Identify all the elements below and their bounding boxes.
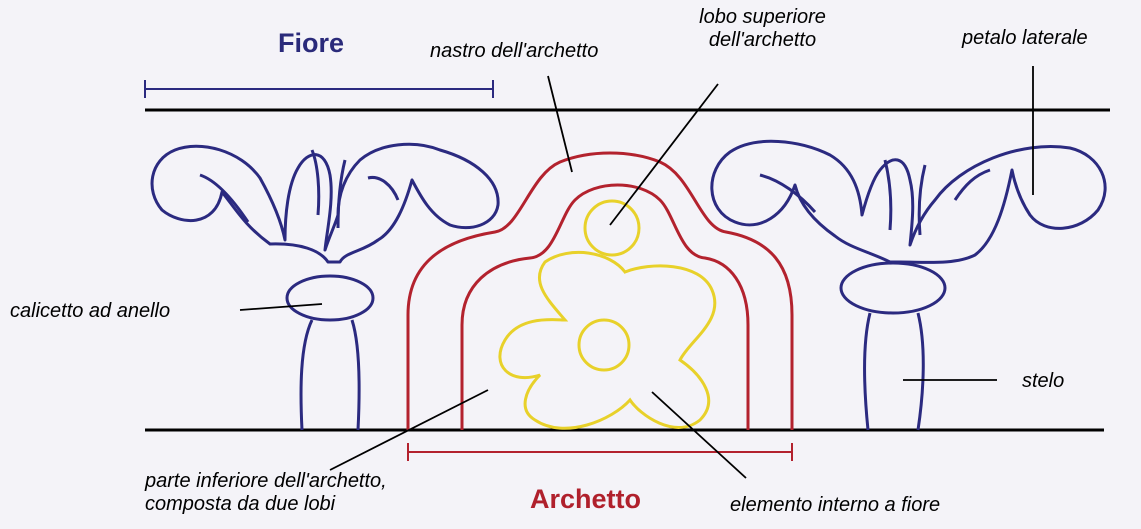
archetto-bracket bbox=[407, 443, 793, 461]
archetto-inner-line bbox=[460, 183, 750, 430]
leader-nastro bbox=[547, 75, 573, 173]
label-nastro: nastro dell'archetto bbox=[430, 40, 599, 62]
label-parte: parte inferiore dell'archetto, composta … bbox=[145, 470, 387, 516]
label-calicetto: calicetto ad anello bbox=[10, 300, 171, 322]
right-flower-center bbox=[883, 159, 927, 236]
leader-calicetto bbox=[239, 303, 323, 311]
right-flower-inner-curl-b bbox=[953, 168, 991, 201]
fiore-bracket bbox=[144, 80, 494, 98]
leader-lines bbox=[239, 66, 1046, 479]
leader-parte bbox=[329, 389, 489, 471]
upper-lobe-circle bbox=[583, 199, 641, 257]
label-petalo: petalo laterale bbox=[962, 27, 1088, 49]
right-flower-petals bbox=[710, 139, 1107, 264]
leader-lobo bbox=[609, 83, 719, 226]
right-calicetto-ring bbox=[839, 261, 947, 315]
archetto-outer-line bbox=[406, 151, 794, 430]
fiore-title: Fiore bbox=[278, 28, 345, 58]
label-elemento: elemento interno a fiore bbox=[730, 494, 941, 516]
label-lobo: lobo superiore dell'archetto bbox=[655, 6, 870, 52]
left-calicetto-ring bbox=[285, 274, 375, 322]
left-flower-center bbox=[310, 149, 347, 229]
label-stelo: stelo bbox=[1022, 370, 1065, 392]
inner-flower-shape bbox=[498, 250, 717, 430]
label-parte-line1: parte inferiore dell'archetto, bbox=[145, 470, 387, 492]
archetto-ribbon bbox=[406, 151, 794, 430]
right-stem bbox=[863, 312, 925, 431]
inner-yellow-elements bbox=[498, 199, 717, 430]
left-flower-inner-curl-a bbox=[199, 173, 250, 223]
left-flower bbox=[150, 142, 500, 431]
center-circle bbox=[577, 318, 631, 372]
leader-elemento bbox=[651, 391, 747, 479]
left-flower-petals bbox=[150, 142, 500, 264]
right-flower-inner-curl-a bbox=[759, 173, 817, 213]
right-flower bbox=[710, 139, 1107, 431]
label-lobo-line2: dell'archetto bbox=[708, 29, 817, 51]
label-parte-line2: composta da due lobi bbox=[145, 493, 336, 515]
left-flower-inner-curl-b bbox=[367, 175, 400, 201]
left-stem bbox=[299, 319, 361, 431]
archetto-title: Archetto bbox=[530, 484, 642, 514]
label-lobo-line1: lobo superiore bbox=[699, 6, 826, 28]
